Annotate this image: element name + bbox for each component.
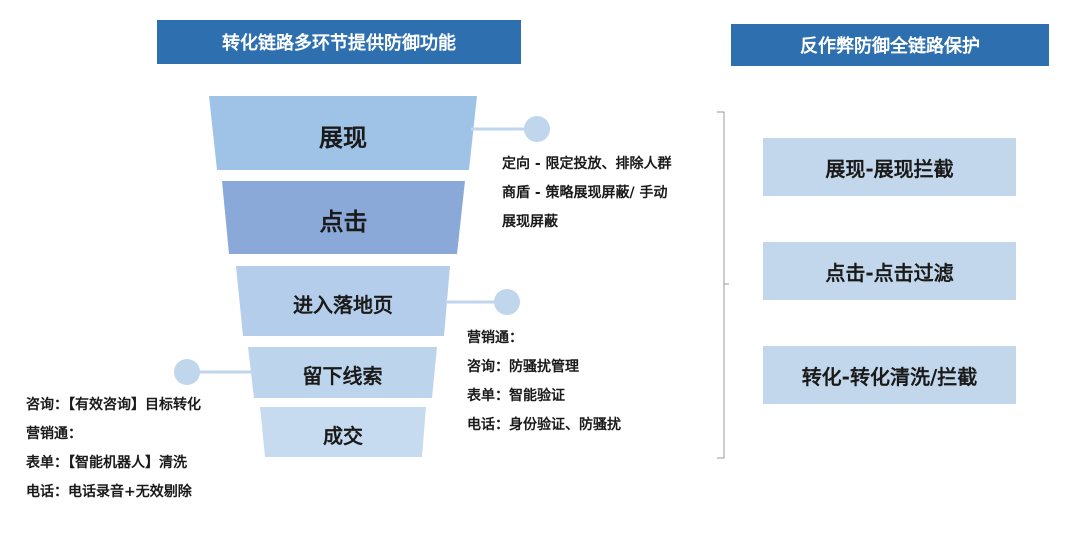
note-left-line: 咨询：【有效咨询】目标转化 [26,397,201,413]
note-middle-line: 电话：身份验证、防骚扰 [467,417,621,433]
note-left-line: 电话：电话录音+无效剔除 [26,484,192,500]
stage-5-shape [260,407,426,457]
stage-4-shape [248,347,437,398]
note-left: 咨询：【有效咨询】目标转化 营销通： 表单：【智能机器人】清洗 电话：电话录音+… [26,391,201,507]
stage-label-4: 留下线索 [302,364,383,388]
note-left-line: 表单：【智能机器人】清洗 [26,455,187,471]
header-right: 反作弊防御全链路保护 [731,24,1049,66]
stage-label-1: 展现 [319,124,367,152]
protection-bracket [717,111,725,459]
note-middle-line: 咨询：防骚扰管理 [467,359,579,375]
note-middle-line: 营销通： [467,330,523,346]
protection-impression: 展现-展现拦截 [763,138,1016,196]
stage-label-3: 进入落地页 [293,293,393,317]
stage-1-shape [209,96,477,170]
connector-left-dot [174,359,200,385]
note-middle-line: 表单：智能验证 [467,388,565,404]
stage-label-5: 成交 [323,424,363,448]
stage-label-2: 点击 [319,208,368,236]
note-middle: 营销通： 咨询：防骚扰管理 表单：智能验证 电话：身份验证、防骚扰 [467,324,621,440]
header-left: 转化链路多环节提供防御功能 [157,20,521,64]
note-top-line: 展现屏蔽 [502,214,558,230]
note-left-line: 营销通： [26,426,82,442]
connector-top-dot [524,116,550,142]
note-top-line: 定向 - 限定投放、排除人群 [502,156,672,172]
stage-3-shape [236,266,450,336]
note-top-line: 商盾 - 策略展现屏蔽/ 手动 [502,185,668,201]
stage-2-shape [222,181,465,254]
note-top: 定向 - 限定投放、排除人群 商盾 - 策略展现屏蔽/ 手动 展现屏蔽 [502,150,672,237]
connector-middle-dot [494,289,520,315]
protection-click: 点击-点击过滤 [763,242,1016,300]
protection-conversion: 转化-转化清洗/拦截 [763,346,1016,404]
